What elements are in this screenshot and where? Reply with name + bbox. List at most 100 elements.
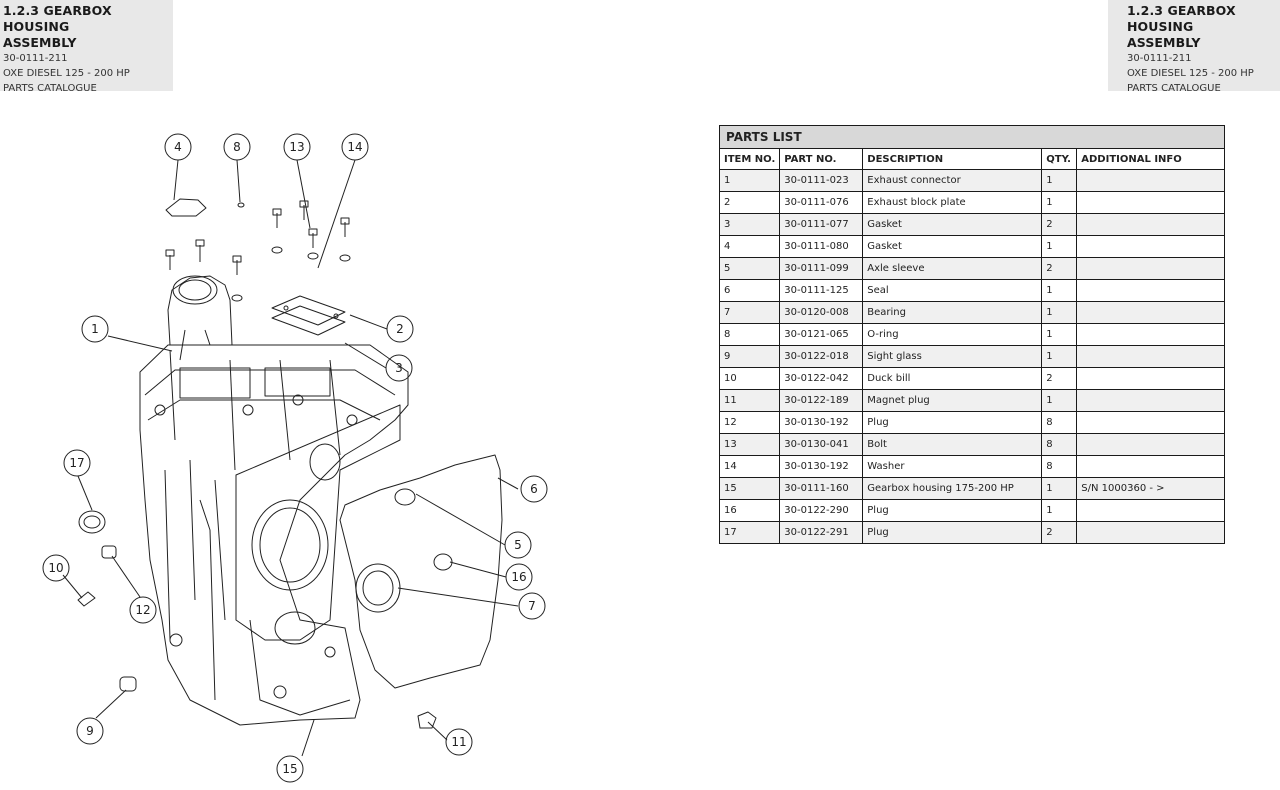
part-no-cell: 30-0121-065 [779, 323, 864, 346]
small-parts-drawing [77, 202, 453, 729]
additional-info-cell [1076, 411, 1225, 434]
description-cell: Bearing [862, 301, 1043, 324]
column-header-item-no: ITEM NO. [718, 148, 781, 170]
qty-cell: 1 [1041, 301, 1078, 324]
item-no-cell: 6 [718, 279, 781, 302]
qty-cell: 8 [1041, 411, 1078, 434]
part-no-cell: 30-0120-008 [779, 301, 864, 324]
callout-12: 12 [135, 603, 150, 617]
qty-cell: 1 [1041, 169, 1078, 192]
description-cell: Bolt [862, 433, 1043, 456]
product-name: OXE DIESEL 125 - 200 HP [1127, 68, 1254, 79]
catalogue-label: PARTS CATALOGUE [1127, 83, 1221, 94]
additional-info-cell [1076, 301, 1225, 324]
item-no-cell: 13 [718, 433, 781, 456]
additional-info-cell [1076, 455, 1225, 478]
part-no-cell: 30-0130-192 [779, 455, 864, 478]
parts-list-table: PARTS LIST ITEM NO. PART NO. DESCRIPTION… [718, 125, 1225, 544]
callout-1: 1 [91, 322, 99, 336]
axle-sleeve-drawing [394, 488, 416, 506]
part-no-cell: 30-0111-099 [779, 257, 864, 280]
part-no-cell: 30-0111-077 [779, 213, 864, 236]
callout-11: 11 [451, 735, 466, 749]
additional-info-cell [1076, 235, 1225, 258]
header-title-line2: ASSEMBLY [3, 35, 77, 50]
additional-info-cell [1076, 367, 1225, 390]
callout-14: 14 [347, 140, 362, 154]
item-no-cell: 16 [718, 499, 781, 522]
header-title-line1: 1.2.3 GEARBOX HOUSING [1127, 3, 1236, 34]
item-no-cell: 9 [718, 345, 781, 368]
item-no-cell: 3 [718, 213, 781, 236]
description-cell: Washer [862, 455, 1043, 478]
part-no-cell: 30-0122-290 [779, 499, 864, 522]
column-header-part-no: PART NO. [779, 148, 864, 170]
part-no-cell: 30-0122-042 [779, 367, 864, 390]
description-cell: Gearbox housing 175-200 HP [862, 477, 1043, 500]
callout-15: 15 [282, 762, 297, 776]
qty-cell: 2 [1041, 213, 1078, 236]
description-cell: Exhaust block plate [862, 191, 1043, 214]
additional-info-cell [1076, 323, 1225, 346]
callout-10: 10 [48, 561, 63, 575]
exploded-view-diagram: 4 8 13 14 1 2 3 17 6 5 16 7 10 12 9 11 1… [0, 95, 700, 790]
additional-info-cell [1076, 191, 1225, 214]
part-no-cell: 30-0111-080 [779, 235, 864, 258]
item-no-cell: 12 [718, 411, 781, 434]
description-cell: Plug [862, 499, 1043, 522]
description-cell: Duck bill [862, 367, 1043, 390]
description-cell: Gasket [862, 213, 1043, 236]
callout-6: 6 [530, 482, 538, 496]
description-cell: Gasket [862, 235, 1043, 258]
qty-cell: 1 [1041, 235, 1078, 258]
qty-cell: 1 [1041, 499, 1078, 522]
part-no-cell: 30-0122-291 [779, 521, 864, 544]
column-header-qty: QTY. [1041, 148, 1078, 170]
callout-9: 9 [86, 724, 94, 738]
item-no-cell: 10 [718, 367, 781, 390]
header-title-line2: ASSEMBLY [1127, 35, 1201, 50]
seal-drawing [339, 454, 503, 689]
gearbox-housing-drawing [139, 344, 409, 726]
gasket-drawing [165, 198, 207, 217]
item-no-cell: 11 [718, 389, 781, 412]
qty-cell: 8 [1041, 433, 1078, 456]
callout-2: 2 [396, 322, 404, 336]
additional-info-cell [1076, 389, 1225, 412]
additional-info-cell [1076, 279, 1225, 302]
item-no-cell: 17 [718, 521, 781, 544]
header-box-right: 1.2.3 GEARBOX HOUSING ASSEMBLY 30-0111-2… [1108, 0, 1280, 94]
item-no-cell: 15 [718, 477, 781, 500]
doc-number: 30-0111-211 [3, 53, 68, 64]
qty-cell: 1 [1041, 323, 1078, 346]
additional-info-cell [1076, 499, 1225, 522]
additional-info-cell [1076, 345, 1225, 368]
header-title-line1: 1.2.3 GEARBOX HOUSING [3, 3, 112, 34]
description-cell: Magnet plug [862, 389, 1043, 412]
qty-cell: 2 [1041, 521, 1078, 544]
qty-cell: 2 [1041, 367, 1078, 390]
description-cell: Sight glass [862, 345, 1043, 368]
callout-5: 5 [514, 538, 522, 552]
item-no-cell: 1 [718, 169, 781, 192]
block-plate-drawing [271, 295, 346, 336]
callout-7: 7 [528, 599, 536, 613]
description-cell: Exhaust connector [862, 169, 1043, 192]
item-no-cell: 5 [718, 257, 781, 280]
callout-17: 17 [69, 456, 84, 470]
callout-circles [42, 133, 548, 783]
item-no-cell: 7 [718, 301, 781, 324]
qty-cell: 1 [1041, 279, 1078, 302]
qty-cell: 1 [1041, 477, 1078, 500]
bolts-drawing [165, 200, 351, 302]
callout-3: 3 [395, 361, 403, 375]
bearing-drawing [355, 563, 401, 613]
